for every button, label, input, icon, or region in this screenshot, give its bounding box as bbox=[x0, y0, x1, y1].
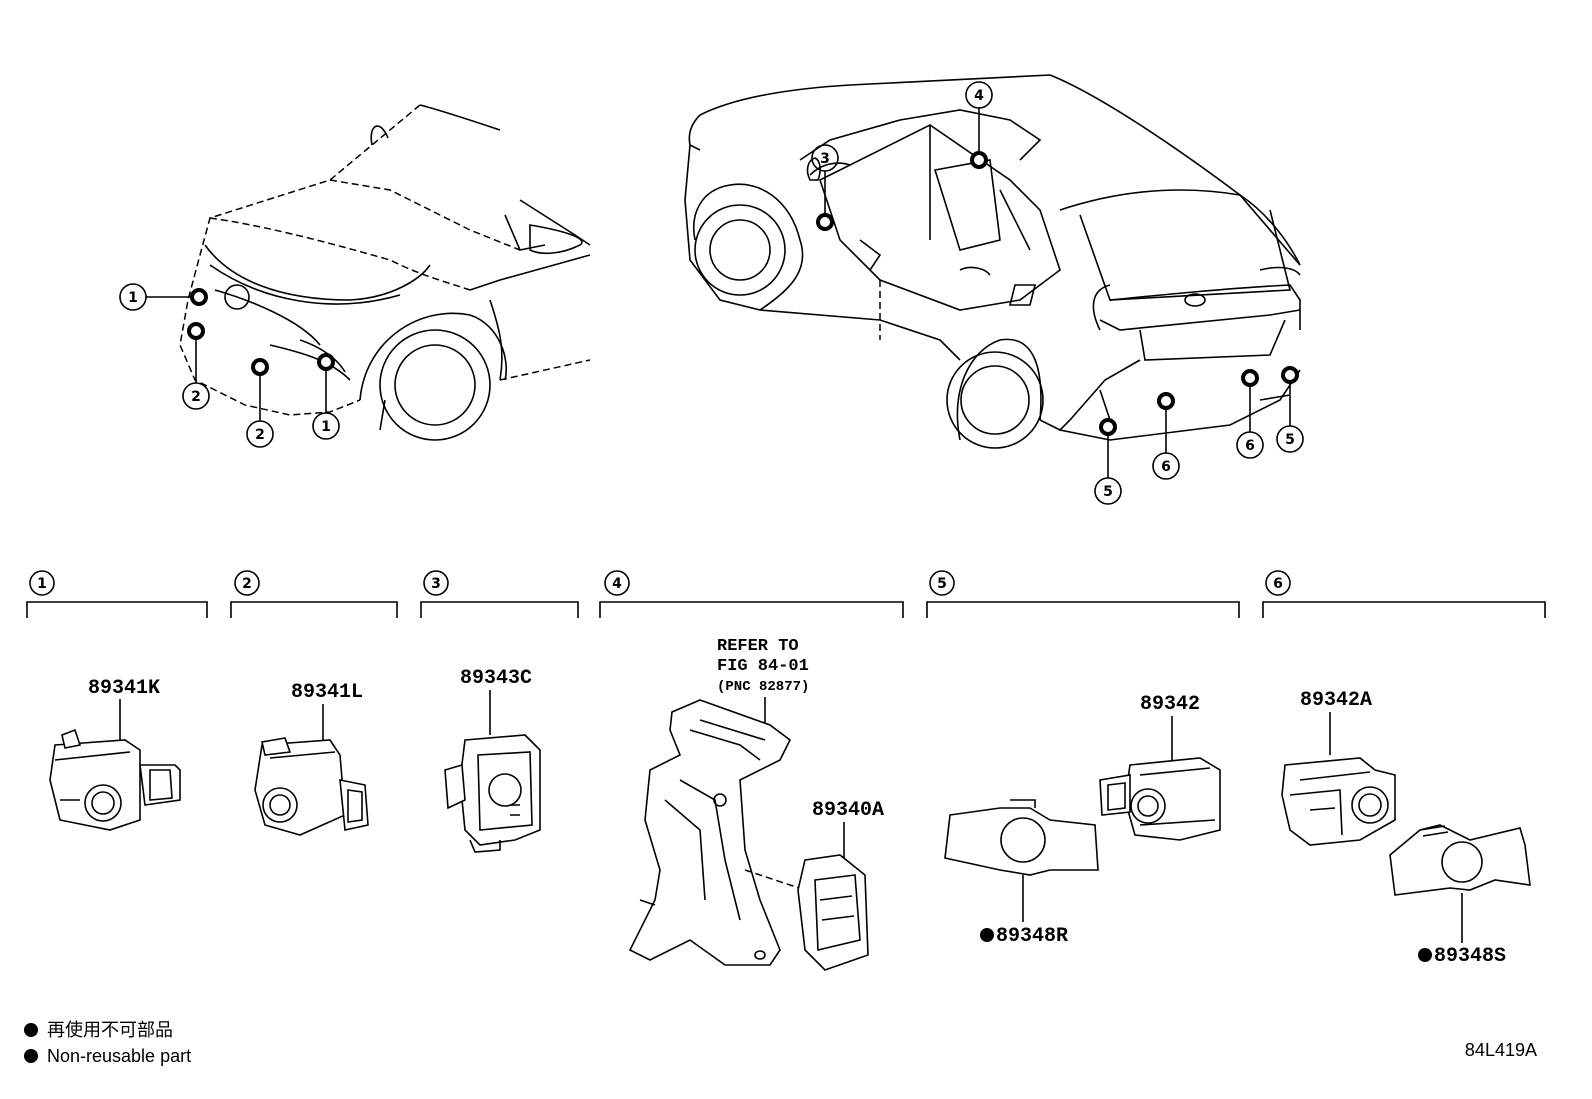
group-1-label: 1 bbox=[37, 576, 47, 592]
group-2-bracket bbox=[230, 601, 398, 618]
sensor-dot-5a bbox=[1099, 418, 1117, 436]
callout-2-front-center: 2 bbox=[255, 427, 265, 443]
part-number-89342A: 89342A bbox=[1300, 689, 1372, 712]
top-callouts: 1 2 2 1 3 4 5 6 6 5 bbox=[119, 81, 1304, 505]
part-number-89343C: 89343C bbox=[460, 667, 532, 690]
sensor-dot-6b bbox=[1241, 369, 1259, 387]
callout-6-rear-center: 6 bbox=[1161, 459, 1171, 475]
non-reusable-dot-89348R bbox=[980, 928, 994, 942]
group-3-label: 3 bbox=[431, 576, 441, 592]
callout-5-rear-left: 5 bbox=[1103, 484, 1113, 500]
group-1-bracket bbox=[26, 601, 208, 618]
rear-car-illustration bbox=[684, 74, 1301, 449]
group-3-bracket bbox=[420, 601, 579, 618]
part-number-89341K: 89341K bbox=[88, 677, 160, 700]
part-89341K-sensor: 89341K bbox=[49, 677, 181, 831]
group-4-label: 4 bbox=[612, 576, 622, 592]
callout-3: 3 bbox=[820, 151, 830, 167]
sensor-dot-3 bbox=[816, 213, 834, 231]
legend-text-en: Non-reusable part bbox=[47, 1046, 191, 1066]
legend: 再使用不可部品 Non-reusable part bbox=[24, 1020, 191, 1066]
group-5-bracket bbox=[926, 601, 1240, 618]
sensor-dot-4 bbox=[970, 151, 988, 169]
group-headers: 1 2 3 4 5 6 bbox=[26, 570, 1546, 618]
part-number-89348S: 89348S bbox=[1434, 945, 1506, 968]
part-number-89340A: 89340A bbox=[812, 799, 884, 822]
part-89342A-sensor: 89342A bbox=[1281, 689, 1396, 846]
non-reusable-dot-89348S bbox=[1418, 948, 1432, 962]
reference-line-3: (PNC 82877) bbox=[717, 679, 809, 695]
callout-5-rear-right: 5 bbox=[1285, 432, 1295, 448]
group-6-label: 6 bbox=[1273, 576, 1283, 592]
reference-line-1: REFER TO bbox=[717, 637, 799, 656]
front-sensor-markers bbox=[146, 288, 335, 421]
part-89342-sensor: 89342 bbox=[1099, 693, 1221, 841]
callout-6-rear-right: 6 bbox=[1245, 438, 1255, 454]
callout-1-front-right: 1 bbox=[321, 419, 331, 435]
sensor-dot-6a bbox=[1157, 392, 1175, 410]
callout-1-front-left: 1 bbox=[128, 290, 138, 306]
part-89340A-group: REFER TO FIG 84-01 (PNC 82877) 89340A bbox=[628, 637, 884, 971]
sensor-dot-1b bbox=[317, 353, 335, 371]
callout-4: 4 bbox=[974, 88, 984, 104]
legend-text-jp: 再使用不可部品 bbox=[47, 1020, 173, 1040]
sensor-dot-2a bbox=[187, 322, 205, 340]
part-number-89342: 89342 bbox=[1140, 693, 1200, 716]
group-4-bracket bbox=[599, 601, 904, 618]
sensor-dot-5b bbox=[1281, 366, 1299, 384]
group-5-label: 5 bbox=[937, 576, 947, 592]
part-89348R-retainer: 89348R bbox=[944, 799, 1099, 948]
sensor-dot-1a bbox=[190, 288, 208, 306]
callout-2-front-left: 2 bbox=[191, 389, 201, 405]
figure-code: 84L419A bbox=[1465, 1040, 1537, 1060]
group-2-label: 2 bbox=[242, 576, 252, 592]
part-number-89341L: 89341L bbox=[291, 681, 363, 704]
part-number-89348R: 89348R bbox=[996, 925, 1068, 948]
part-89343C-sensor: 89343C bbox=[444, 667, 541, 853]
rear-sensor-markers bbox=[816, 108, 1299, 478]
reference-line-2: FIG 84-01 bbox=[717, 657, 809, 676]
front-car-illustration bbox=[179, 104, 591, 441]
part-89348S-retainer: 89348S bbox=[1389, 824, 1531, 968]
legend-dot-en bbox=[24, 1049, 38, 1063]
legend-dot-jp bbox=[24, 1023, 38, 1037]
group-6-bracket bbox=[1262, 601, 1546, 618]
sensor-dot-2b bbox=[251, 358, 269, 376]
part-89341L-sensor: 89341L bbox=[254, 681, 369, 836]
